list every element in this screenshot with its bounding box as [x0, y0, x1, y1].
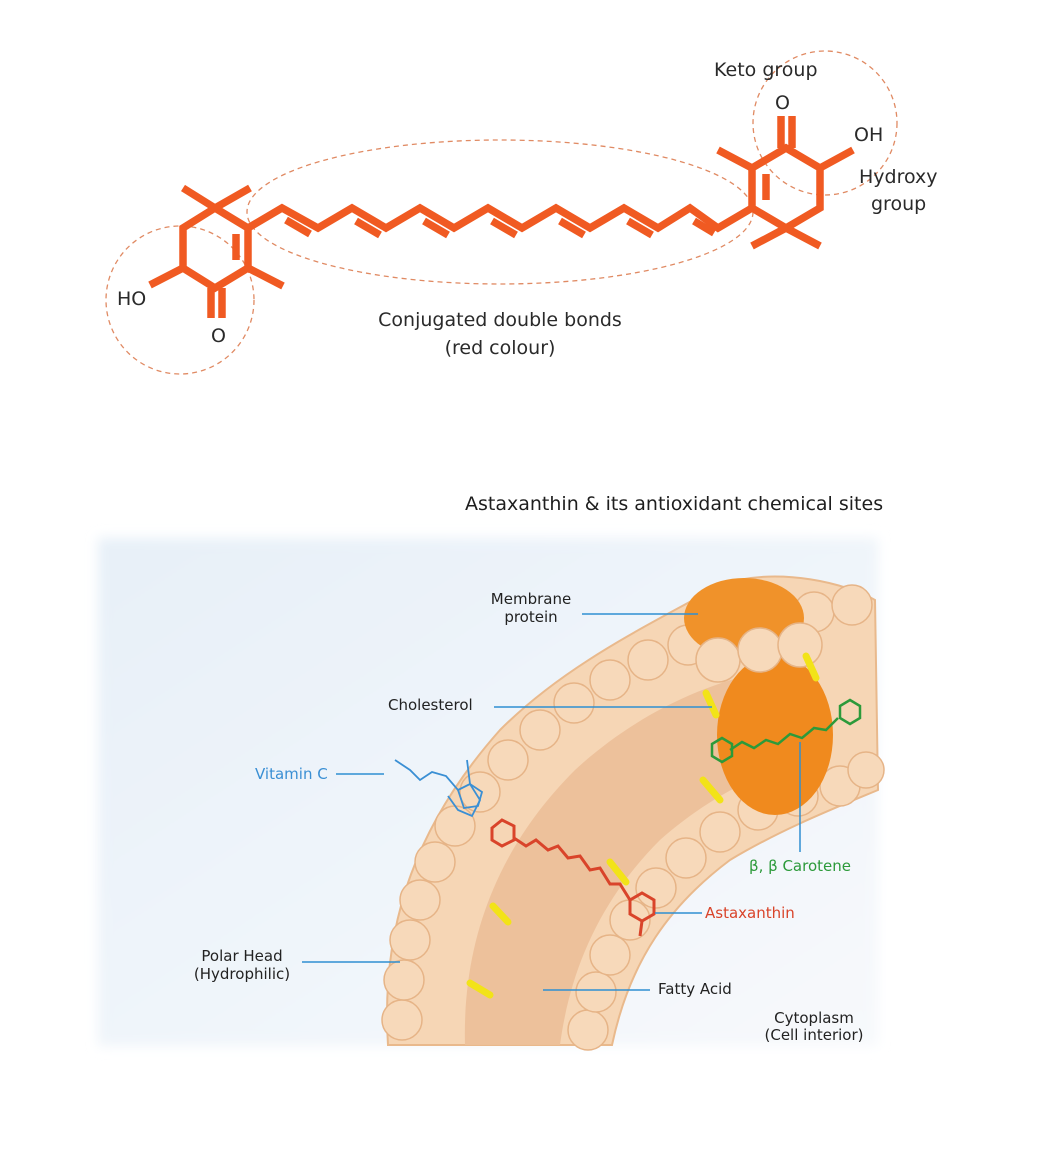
polar-head-bump	[831, 584, 873, 626]
right-oxygen-atom-label: O	[775, 92, 790, 114]
polyene-chain	[246, 203, 754, 233]
inner-head-bump	[847, 751, 885, 789]
chain-double-bond-5	[558, 217, 586, 239]
cholesterol-rod	[699, 776, 724, 804]
cholesterol-rod	[466, 979, 494, 999]
hydroxy-group-label-line2: group	[871, 193, 927, 215]
polar-head-bump	[434, 805, 476, 847]
membrane-protein-label-line1: Membrane	[490, 590, 572, 608]
astaxanthin-right-ring	[628, 891, 656, 923]
cholesterol-rod	[802, 652, 820, 682]
inner-head-bump	[665, 837, 707, 879]
polar-head-bump	[399, 879, 441, 921]
beta-carotene-right-ring	[838, 698, 862, 726]
vitamin-c-bond	[466, 759, 471, 785]
cholesterol-rod	[702, 689, 720, 719]
chain-double-bond-1	[284, 216, 312, 238]
vitamin-c-label: Vitamin C	[255, 765, 328, 783]
polar-head-bump	[381, 999, 423, 1041]
right-gem-methyl-b	[784, 224, 822, 250]
membrane-protein-body	[717, 655, 833, 815]
beta-carotene-label: β, β Carotene	[749, 857, 851, 875]
polar-head-bump	[487, 739, 529, 781]
protein-overlap-bump	[777, 622, 823, 668]
polar-head-bump	[589, 659, 631, 701]
left-oxygen-atom-label: O	[211, 325, 226, 347]
right-ring	[748, 143, 824, 233]
astaxanthin-left-ring	[490, 818, 516, 848]
fatty-acid-label: Fatty Acid	[658, 980, 732, 998]
left-gem-methyl-a	[181, 184, 217, 212]
inner-head-bump	[635, 867, 677, 909]
cholesterol-rod	[489, 902, 512, 926]
hydroxy-group-label-line1: Hydroxy	[859, 166, 938, 188]
beta-carotene-chain	[729, 717, 839, 752]
left-hydroxyl-bond	[148, 264, 185, 289]
conjugated-bonds-caption-line1: Conjugated double bonds	[378, 309, 622, 331]
protein-overlap-bump	[695, 637, 741, 683]
cholesterol-label: Cholesterol	[388, 696, 473, 714]
polar-head-bump	[519, 709, 561, 751]
beta-carotene-left-ring	[710, 736, 734, 764]
polar-head-bump	[553, 682, 595, 724]
right-keto-highlight	[752, 50, 898, 196]
inner-head-bump	[567, 1009, 609, 1051]
chain-double-bond-2	[354, 217, 382, 239]
protein-overlap-bump	[737, 627, 783, 673]
membrane-protein-label-line2: protein	[504, 608, 558, 626]
chain-double-bond-3	[422, 217, 450, 239]
left-hydroxyl-atom-label: HO	[117, 288, 147, 310]
cytoplasm-label-line1: Cytoplasm	[774, 1009, 854, 1027]
inner-head-bump	[575, 971, 617, 1013]
chain-double-bond-7	[692, 217, 716, 237]
conjugated-bonds-caption-line2: (red colour)	[444, 337, 556, 359]
cholesterol-rod	[606, 858, 630, 886]
right-hydroxyl-bond	[818, 146, 855, 172]
right-hydroxyl-atom-label: OH	[854, 124, 884, 146]
chain-double-bond-4	[490, 217, 518, 239]
polar-head-bump	[459, 771, 501, 813]
left-hydroxy-keto-highlight	[105, 225, 255, 375]
inner-head-bump	[699, 811, 741, 853]
polar-head-bump	[389, 919, 431, 961]
chain-double-bond-6	[626, 217, 654, 239]
figure-title: Astaxanthin & its antioxidant chemical s…	[465, 493, 884, 515]
astaxanthin-keto	[638, 920, 644, 937]
vitamin-c-ring	[456, 782, 484, 809]
polar-head-bump	[627, 639, 669, 681]
left-gem-methyl-b	[213, 184, 252, 212]
astaxanthin-chain	[513, 836, 632, 901]
keto-group-label: Keto group	[714, 59, 818, 81]
right-gem-methyl-a	[750, 224, 788, 250]
polar-head-label-line2: (Hydrophilic)	[193, 965, 291, 983]
left-ring-methyl	[246, 264, 285, 290]
polar-head-label-line1: Polar Head	[201, 947, 283, 965]
astaxanthin-structure-diagram	[105, 50, 898, 375]
cytoplasm-label-line2: (Cell interior)	[764, 1026, 864, 1044]
astaxanthin-label: Astaxanthin	[705, 904, 795, 922]
polar-head-bump	[414, 841, 456, 883]
inner-head-bump	[589, 934, 631, 976]
right-ring-methyl	[716, 146, 754, 172]
polar-head-bump	[383, 959, 425, 1001]
